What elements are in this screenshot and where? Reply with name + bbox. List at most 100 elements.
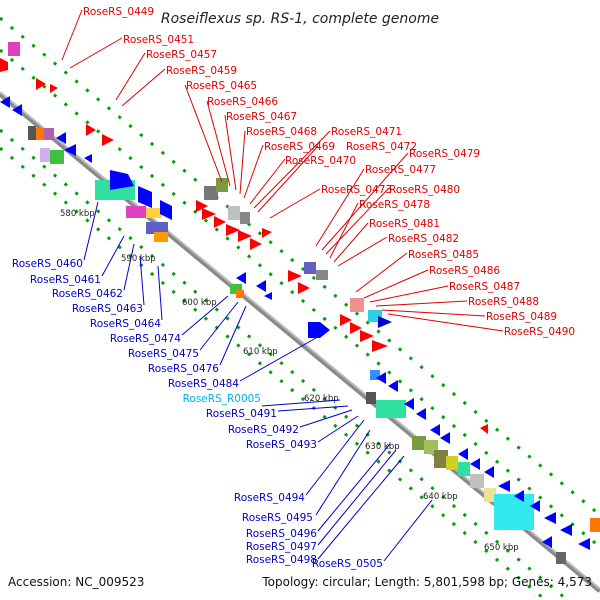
gene-feature <box>216 178 228 192</box>
gene-feature <box>204 186 218 200</box>
gene-feature <box>480 424 488 434</box>
gene-label[interactable]: RoseRS_0470 <box>285 155 356 167</box>
gene-feature <box>230 284 242 294</box>
gene-label[interactable]: RoseRS_0466 <box>207 96 278 108</box>
gene-label[interactable]: RoseRS_0487 <box>449 281 520 293</box>
gene-feature <box>228 206 240 220</box>
reverse-gene-labels <box>83 201 433 562</box>
gene-label[interactable]: RoseRS_0485 <box>408 249 479 261</box>
gene-label[interactable]: RoseRS_0498 <box>246 554 317 566</box>
gene-label[interactable]: RoseRS_0471 <box>331 126 402 138</box>
forward-gene-label-texts: RoseRS_0449 RoseRS_0451 RoseRS_0457 Rose… <box>83 6 575 338</box>
gene-feature <box>308 322 330 338</box>
gene-label[interactable]: RoseRS_0478 <box>359 199 430 211</box>
map-title: Roseiflexus sp. RS-1, complete genome <box>161 11 439 27</box>
gene-label[interactable]: RoseRS_0474 <box>110 333 181 345</box>
gene-feature <box>542 536 552 548</box>
gene-feature <box>560 524 572 536</box>
gene-label[interactable]: RoseRS_0463 <box>72 303 143 315</box>
gene-feature <box>64 144 76 156</box>
gene-label[interactable]: RoseRS_0490 <box>504 326 575 338</box>
gene-feature <box>36 78 46 90</box>
gene-label[interactable]: RoseRS_0461 <box>30 274 101 286</box>
gene-label[interactable]: RoseRS_0481 <box>369 218 440 230</box>
gene-label[interactable]: RoseRS_0497 <box>246 541 317 553</box>
reverse-gene-label-texts: RoseRS_0460 RoseRS_0461 RoseRS_0462 Rose… <box>12 258 383 570</box>
gene-feature <box>50 150 64 164</box>
gene-feature <box>484 488 496 502</box>
gene-feature <box>160 200 172 220</box>
gene-label[interactable]: RoseRS_0484 <box>168 378 239 390</box>
gene-label[interactable]: RoseRS_0459 <box>166 65 237 77</box>
gene-label[interactable]: RoseRS_0496 <box>246 528 317 540</box>
scale-tick-label: 620 kbp <box>304 394 339 404</box>
gene-label[interactable]: RoseRS_0495 <box>242 512 313 524</box>
gene-label[interactable]: RoseRS_0464 <box>90 318 161 330</box>
gene-feature <box>370 370 380 380</box>
gene-feature <box>470 474 484 488</box>
scale-tick-label: 610 kbp <box>243 347 278 357</box>
topology-text: Topology: circular; Length: 5,801,598 bp… <box>261 575 592 589</box>
gene-label[interactable]: RoseRS_0477 <box>365 164 436 176</box>
gene-label[interactable]: RoseRS_0492 <box>228 424 299 436</box>
gene-label[interactable]: RoseRS_0457 <box>146 49 217 61</box>
gene-feature <box>28 126 36 140</box>
gene-label[interactable]: RoseRS_0480 <box>389 184 460 196</box>
gene-feature <box>110 170 134 190</box>
gene-label[interactable]: RoseRS_0494 <box>234 492 305 504</box>
gene-label[interactable]: RoseRS_0468 <box>246 126 317 138</box>
gene-feature <box>146 222 168 234</box>
gene-label[interactable]: RoseRS_0475 <box>128 348 199 360</box>
gene-feature <box>12 104 22 116</box>
scale-tick-label: 650 kbp <box>484 543 519 553</box>
gene-label[interactable]: RoseRS_0451 <box>123 34 194 46</box>
gene-feature <box>388 380 398 392</box>
accession-text: Accession: NC_009523 <box>8 575 144 589</box>
gene-feature <box>430 424 440 436</box>
gene-label[interactable]: RoseRS_0467 <box>226 111 297 123</box>
gene-label[interactable]: RoseRS_0476 <box>148 363 219 375</box>
gene-label[interactable]: RoseRS_0482 <box>388 233 459 245</box>
scale-tick-label: 630 kbp <box>365 442 400 452</box>
gene-feature <box>240 212 250 224</box>
gene-feature <box>514 490 524 502</box>
gene-feature <box>8 42 20 56</box>
gene-feature <box>250 238 262 250</box>
gene-feature <box>458 448 468 460</box>
gene-label[interactable]: RoseRS_0460 <box>12 258 83 270</box>
gene-feature <box>84 154 92 163</box>
gene-feature <box>376 372 386 384</box>
gene-label[interactable]: RoseRS_0488 <box>468 296 539 308</box>
gene-label[interactable]: RoseRS_0493 <box>246 439 317 451</box>
rna-gene-label[interactable]: RoseRS_R0005 <box>183 393 261 405</box>
gene-feature <box>0 96 10 108</box>
gene-feature <box>484 466 494 478</box>
gene-feature <box>214 216 226 228</box>
gene-label[interactable]: RoseRS_0505 <box>312 558 383 570</box>
gene-label[interactable]: RoseRS_0473 <box>321 184 392 196</box>
gene-label[interactable]: RoseRS_0486 <box>429 265 500 277</box>
gene-label[interactable]: RoseRS_0462 <box>52 288 123 300</box>
gene-label[interactable]: RoseRS_0469 <box>264 141 335 153</box>
gene-feature <box>44 128 54 140</box>
gene-feature <box>376 400 406 418</box>
gene-feature <box>360 330 374 342</box>
gene-feature <box>264 292 272 300</box>
gene-label[interactable]: RoseRS_0472 <box>346 141 417 153</box>
gene-label[interactable]: RoseRS_0491 <box>206 408 277 420</box>
gene-label[interactable]: RoseRS_0449 <box>83 6 154 18</box>
gene-label[interactable]: RoseRS_0479 <box>409 148 480 160</box>
gene-feature <box>372 340 388 352</box>
gene-feature <box>50 84 58 93</box>
gene-feature <box>458 462 470 476</box>
gene-feature <box>412 436 426 450</box>
gene-label[interactable]: RoseRS_0465 <box>186 80 257 92</box>
gene-feature <box>446 456 458 470</box>
gene-feature <box>494 494 534 530</box>
gene-feature <box>404 398 414 410</box>
gene-label[interactable]: RoseRS_0489 <box>486 311 557 323</box>
gene-feature <box>40 148 50 162</box>
gene-feature <box>498 480 510 492</box>
gene-feature <box>556 552 566 564</box>
